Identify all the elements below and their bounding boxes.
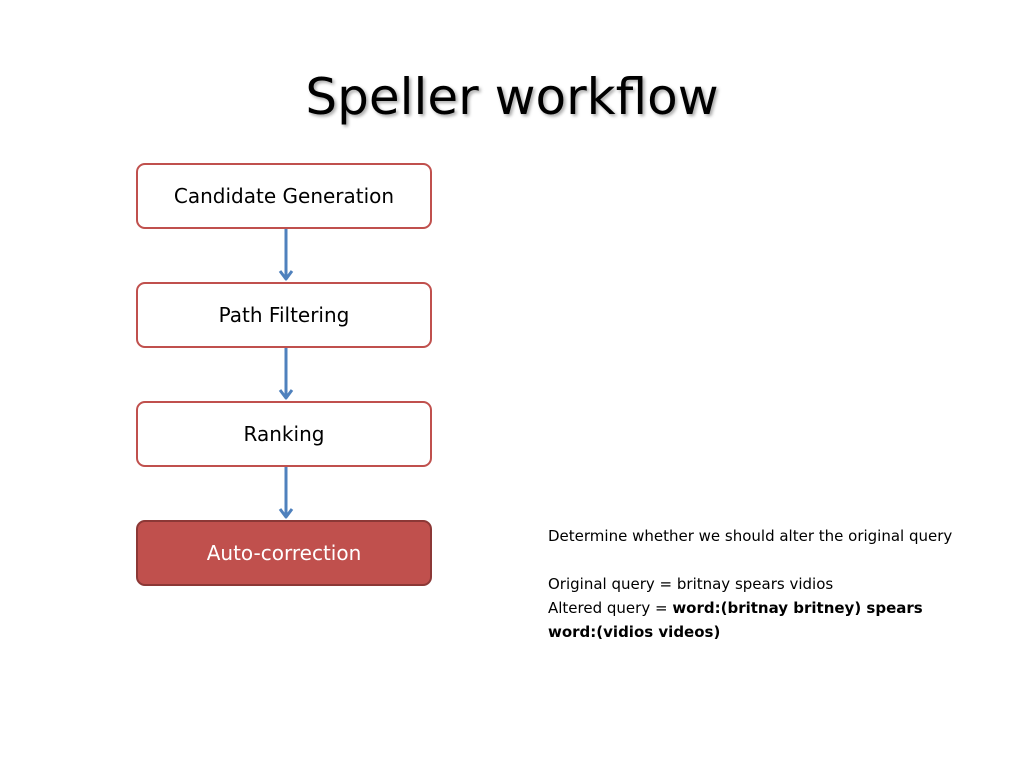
arrow-down-icon [278,229,294,281]
altered-query-line-2: word:(vidios videos) [548,620,1008,644]
step-candidate-generation: Candidate Generation [136,163,432,229]
original-query-line: Original query = britnay spears vidios [548,572,1008,596]
arrow-down-icon [278,467,294,519]
original-query-value: britnay spears vidios [676,575,834,593]
description-text: Determine whether we should alter the or… [548,527,953,545]
arrow-down-icon [278,348,294,400]
step-description: Determine whether we should alter the or… [548,524,1008,644]
step-auto-correction: Auto-correction [136,520,432,586]
step-path-filtering: Path Filtering [136,282,432,348]
spacer [548,548,1008,572]
altered-query-value-1: word:(britnay britney) spears [672,599,923,617]
altered-query-prefix: Altered query = [548,599,673,617]
original-query-prefix: Original query = [548,575,677,593]
altered-query-value-2: word:(vidios videos) [548,623,721,641]
altered-query-line: Altered query = word:(britnay britney) s… [548,596,1008,620]
step-ranking: Ranking [136,401,432,467]
slide-title: Speller workflow [305,68,719,126]
